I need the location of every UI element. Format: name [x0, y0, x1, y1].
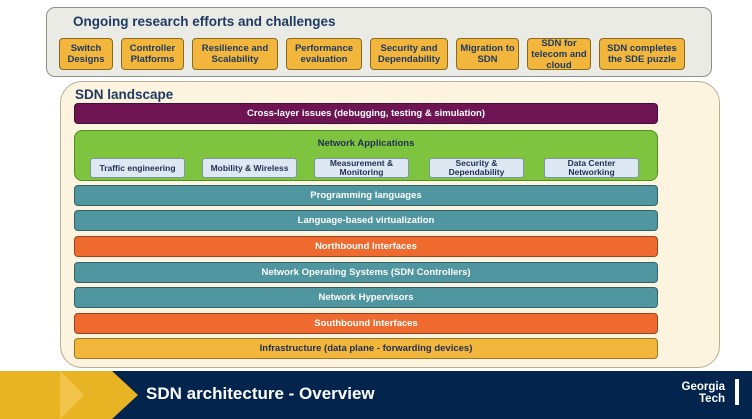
tech-tower-icon [735, 379, 739, 405]
footer-title: SDN architecture - Overview [146, 384, 375, 403]
footer-chevron-3 [112, 371, 138, 419]
chip-switch-designs: Switch Designs [59, 38, 113, 70]
app-traffic-engineering: Traffic engineering [90, 158, 185, 178]
logo-line-2: Tech [699, 393, 725, 405]
layer-southbound-interfaces: Southbound Interfaces [74, 313, 658, 334]
logo-line-1: Georgia [681, 381, 725, 393]
chip-security-dependability: Security and Dependability [370, 38, 448, 70]
cross-layer-bar: Cross-layer issues (debugging, testing &… [74, 103, 658, 124]
research-panel: Ongoing research efforts and challenges … [46, 7, 712, 77]
network-applications-box: Network Applications Traffic engineering… [74, 130, 658, 181]
chip-sdn-telecom-cloud: SDN for telecom and cloud [527, 38, 591, 70]
layer-northbound-interfaces: Northbound Interfaces [74, 236, 658, 257]
georgia-tech-logo: Georgia Tech [655, 381, 725, 405]
layer-language-virtualization: Language-based virtualization [74, 210, 658, 231]
layer-network-operating-systems: Network Operating Systems (SDN Controlle… [74, 262, 658, 283]
layer-infrastructure: Infrastructure (data plane - forwarding … [74, 338, 658, 359]
network-applications-title: Network Applications [317, 138, 415, 149]
layer-network-hypervisors: Network Hypervisors [74, 287, 658, 308]
footer-chevron-2 [84, 371, 112, 419]
footer-chevron-1 [60, 371, 84, 419]
chip-sdn-sde-puzzle: SDN completes the SDE puzzle [599, 38, 685, 70]
app-measurement-monitoring: Measurement & Monitoring [314, 158, 409, 178]
sdn-landscape-panel: SDN landscape Cross-layer issues (debugg… [60, 81, 720, 368]
layer-programming-languages: Programming languages [74, 185, 658, 206]
chip-resilience-scalability: Resilience and Scalability [192, 38, 278, 70]
landscape-title: SDN landscape [75, 87, 174, 102]
app-mobility-wireless: Mobility & Wireless [202, 158, 297, 178]
app-security-dependability: Security & Dependability [429, 158, 524, 178]
chip-migration-to-sdn: Migration to SDN [456, 38, 519, 70]
chip-performance-evaluation: Performance evaluation [286, 38, 362, 70]
app-data-center-networking: Data Center Networking [544, 158, 639, 178]
research-chips: Switch Designs Controller Platforms Resi… [59, 38, 685, 70]
chip-controller-platforms: Controller Platforms [121, 38, 184, 70]
research-title: Ongoing research efforts and challenges [73, 14, 336, 29]
